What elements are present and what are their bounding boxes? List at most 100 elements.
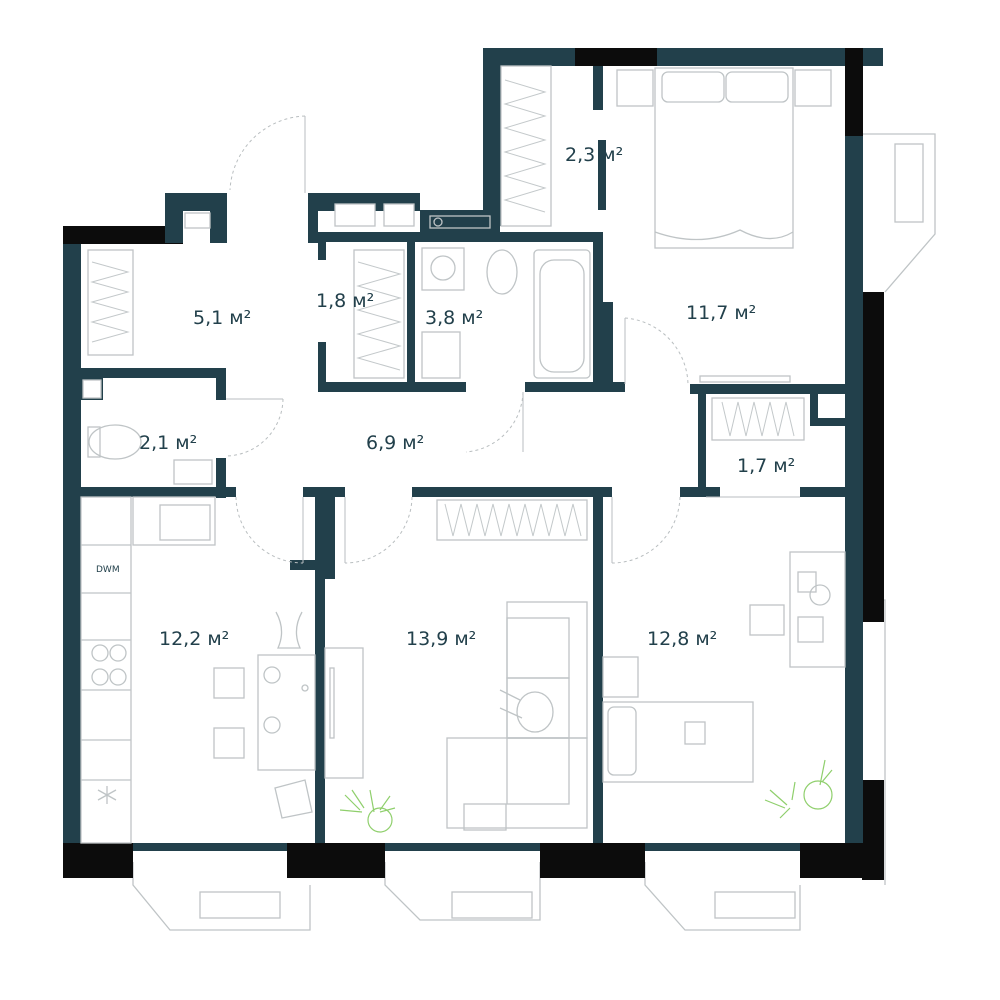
wall-segment xyxy=(593,497,603,843)
dishwasher-label: DWM xyxy=(96,565,120,575)
desk-chair xyxy=(749,604,785,636)
room-labels: 2,3 м² 5,1 м² 1,8 м² 3,8 м² 11,7 м² 2,1 … xyxy=(139,144,795,650)
nightstand xyxy=(616,69,654,107)
chair xyxy=(213,727,245,759)
sofa xyxy=(506,601,588,739)
room-area-closet-east: 1,7 м² xyxy=(737,455,795,477)
wall-segment xyxy=(593,232,603,302)
wall-segment xyxy=(863,48,883,66)
stove-burner xyxy=(109,644,127,662)
single-bed xyxy=(602,701,754,783)
room-area-wardrobe-north: 2,3 м² xyxy=(565,144,623,166)
wall-segment xyxy=(593,66,603,110)
chair xyxy=(274,779,313,819)
plants xyxy=(339,759,833,833)
tv-panel xyxy=(699,375,791,383)
pillow xyxy=(661,71,725,103)
wall-segment xyxy=(81,368,226,378)
wardrobe-east xyxy=(711,397,805,441)
plant xyxy=(339,789,396,833)
toilet-bath xyxy=(486,249,518,295)
wall-segment xyxy=(216,368,226,400)
toilet-bowl xyxy=(88,424,142,460)
plate xyxy=(263,716,281,734)
room-area-bedroom-master: 11,7 м² xyxy=(686,302,756,324)
wardrobe-small xyxy=(353,249,405,379)
wall-segment xyxy=(800,843,862,878)
wall-segment xyxy=(308,193,318,243)
tv-stand xyxy=(324,647,364,779)
wall-segment xyxy=(483,48,501,226)
shelf-box xyxy=(184,212,211,229)
sink-bath xyxy=(421,331,461,379)
wardrobes xyxy=(87,65,805,541)
toilet-fixtures xyxy=(82,379,213,485)
wall-segment xyxy=(575,48,657,66)
kitchen-counter xyxy=(80,496,132,844)
lamp xyxy=(809,584,831,606)
wall-segment xyxy=(133,843,287,851)
wall-segment xyxy=(593,302,613,384)
plant xyxy=(764,759,833,819)
nightstand xyxy=(602,656,639,698)
wall-segment xyxy=(645,843,800,851)
wall-segment xyxy=(657,48,845,66)
room-area-hall-storage: 5,1 м² xyxy=(193,307,251,329)
chair xyxy=(213,667,245,699)
kitchen-furniture: DWM xyxy=(80,496,316,844)
wall-segment xyxy=(845,48,863,136)
wall-segment xyxy=(483,48,575,66)
wall-segment xyxy=(287,843,385,878)
wall-segment xyxy=(318,242,326,260)
wall-segment xyxy=(318,342,326,384)
kitchen-sink xyxy=(132,496,216,546)
wall-segment xyxy=(598,140,606,210)
shelf-box xyxy=(383,203,415,227)
wall-segment xyxy=(810,418,845,426)
wall-segment xyxy=(418,232,593,242)
wall-segment xyxy=(862,780,884,880)
room-area-bedroom-second: 12,8 м² xyxy=(647,628,717,650)
wall-segment xyxy=(680,487,720,497)
wall-segment xyxy=(318,382,466,392)
wall-segment xyxy=(290,560,315,570)
nightstand xyxy=(794,69,832,107)
wall-segment xyxy=(420,210,500,232)
wall-segment xyxy=(63,226,183,244)
room-area-hallway: 6,9 м² xyxy=(366,432,424,454)
pillow xyxy=(607,706,637,776)
room-area-toilet: 2,1 м² xyxy=(139,432,197,454)
wall-segment xyxy=(216,458,226,498)
wall-segment xyxy=(525,382,625,392)
room-area-closet-small: 1,8 м² xyxy=(316,290,374,312)
wardrobe-north xyxy=(500,65,552,227)
wall-segment xyxy=(810,394,818,426)
person xyxy=(516,691,554,733)
plate xyxy=(263,666,281,684)
dining-table xyxy=(257,654,316,771)
room-area-living-room: 13,9 м² xyxy=(406,628,476,650)
toilet-sink xyxy=(173,459,213,485)
shelf-box xyxy=(334,203,376,227)
wall-segment xyxy=(540,843,645,878)
room-area-kitchen: 12,2 м² xyxy=(159,628,229,650)
wall-segment xyxy=(412,487,612,497)
wall-segment xyxy=(63,244,81,843)
master-bedroom-furniture xyxy=(616,67,832,383)
stove-burner xyxy=(91,644,109,662)
wardrobe-hall xyxy=(87,249,134,356)
wall-segment xyxy=(800,487,845,497)
desk xyxy=(789,551,846,668)
wall-segment xyxy=(303,487,345,497)
chair xyxy=(275,611,303,649)
wardrobe-living xyxy=(436,499,588,541)
wall-segment xyxy=(318,232,418,242)
stove-burner xyxy=(91,668,109,686)
living-room-furniture xyxy=(324,601,588,831)
wall-segment xyxy=(315,579,325,843)
bathroom-fixtures xyxy=(421,215,591,379)
second-bedroom-furniture xyxy=(602,551,846,783)
wall-segment xyxy=(210,193,227,243)
double-bed xyxy=(654,67,794,249)
